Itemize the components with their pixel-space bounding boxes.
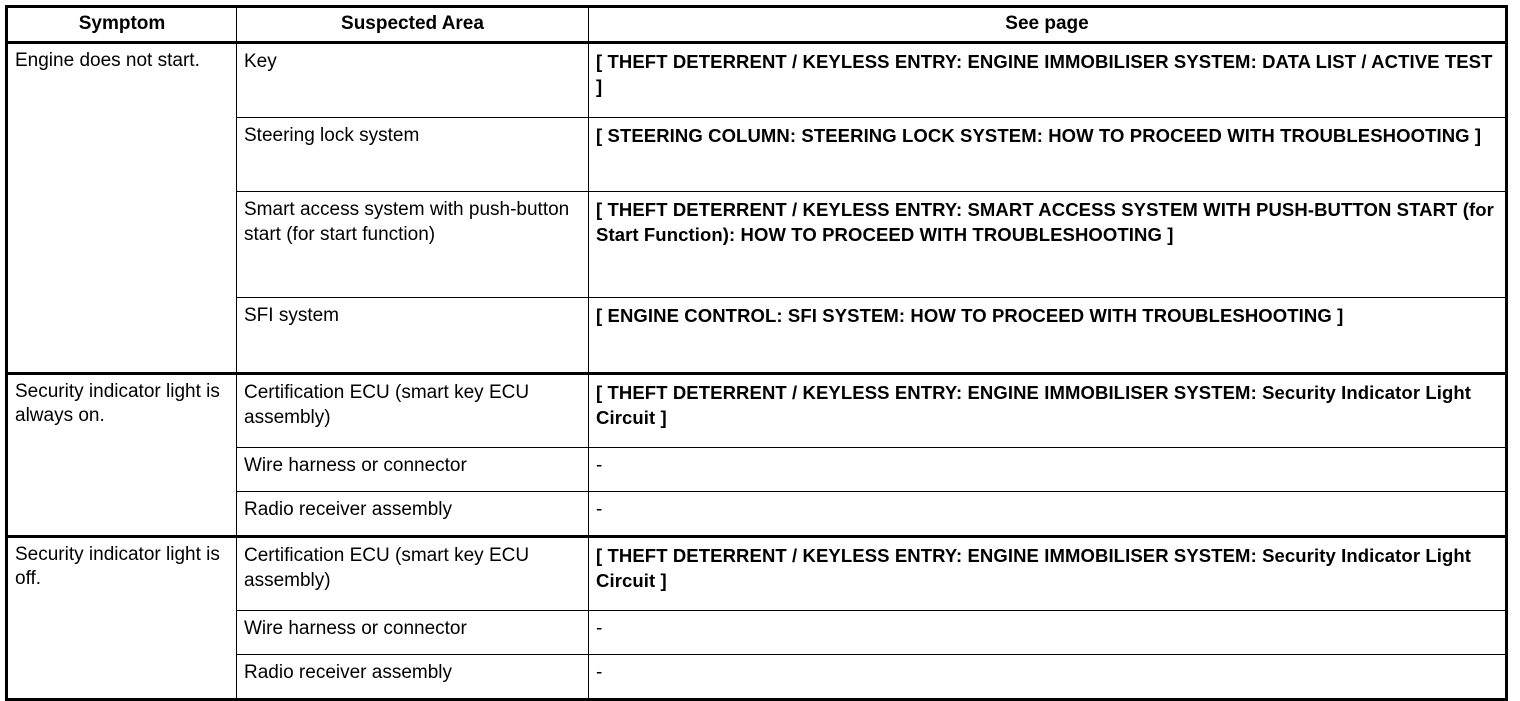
suspected-area-cell-steering-lock-system: Steering lock system bbox=[236, 117, 589, 192]
see-page-cell-steering-lock-system: [ STEERING COLUMN: STEERING LOCK SYSTEM:… bbox=[588, 117, 1507, 192]
table-row: SFI system [ ENGINE CONTROL: SFI SYSTEM:… bbox=[7, 297, 1507, 374]
column-header-symptom: Symptom bbox=[6, 6, 237, 43]
table-row: Steering lock system [ STEERING COLUMN: … bbox=[7, 117, 1507, 192]
see-page-cell-wire-harness-off: - bbox=[588, 610, 1507, 655]
see-page-cell-smart-access-system: [ THEFT DETERRENT / KEYLESS ENTRY: SMART… bbox=[588, 191, 1507, 298]
see-page-cell-certification-ecu-off: [ THEFT DETERRENT / KEYLESS ENTRY: ENGIN… bbox=[588, 535, 1507, 611]
symptom-cell-security-indicator-off: Security indicator light is off. bbox=[6, 535, 237, 700]
table-row: Radio receiver assembly - bbox=[7, 491, 1507, 537]
symptom-cell-security-indicator-always-on: Security indicator light is always on. bbox=[6, 372, 237, 537]
symptom-cell-engine-does-not-start: Engine does not start. bbox=[6, 41, 237, 374]
suspected-area-cell-wire-harness-always-on: Wire harness or connector bbox=[236, 447, 589, 492]
header-row: Symptom Suspected Area See page bbox=[6, 6, 1507, 43]
see-page-cell-radio-receiver-off: - bbox=[588, 654, 1507, 700]
symptom-troubleshooting-table: Symptom Suspected Area See page Engine d… bbox=[5, 5, 1508, 701]
see-page-cell-sfi-system: [ ENGINE CONTROL: SFI SYSTEM: HOW TO PRO… bbox=[588, 297, 1507, 374]
table-row: Engine does not start. Key [ THEFT DETER… bbox=[6, 41, 1507, 374]
suspected-area-cell-radio-receiver-off: Radio receiver assembly bbox=[236, 654, 589, 700]
see-page-cell-radio-receiver-always-on: - bbox=[588, 491, 1507, 537]
suspected-area-cell-certification-ecu-always-on: Certification ECU (smart key ECU assembl… bbox=[236, 372, 589, 448]
see-page-cell-wire-harness-always-on: - bbox=[588, 447, 1507, 492]
table-row: Smart access system with push-button sta… bbox=[7, 191, 1507, 298]
suspected-area-cell-smart-access-system: Smart access system with push-button sta… bbox=[236, 191, 589, 298]
column-header-see-page: See page bbox=[588, 6, 1507, 43]
see-page-cell-certification-ecu-always-on: [ THEFT DETERRENT / KEYLESS ENTRY: ENGIN… bbox=[588, 372, 1507, 448]
table-row: Wire harness or connector - bbox=[7, 610, 1507, 655]
suspected-area-cell-sfi-system: SFI system bbox=[236, 297, 589, 374]
table-body: Engine does not start. Key [ THEFT DETER… bbox=[6, 41, 1507, 700]
table-row: Security indicator light is always on. C… bbox=[6, 372, 1507, 537]
table-row: Security indicator light is off. Certifi… bbox=[6, 535, 1507, 700]
suspected-area-cell-wire-harness-off: Wire harness or connector bbox=[236, 610, 589, 655]
see-page-cell-key: [ THEFT DETERRENT / KEYLESS ENTRY: ENGIN… bbox=[588, 41, 1507, 118]
column-header-suspected-area: Suspected Area bbox=[236, 6, 589, 43]
table-header: Symptom Suspected Area See page bbox=[6, 6, 1507, 43]
suspected-area-cell-key: Key bbox=[236, 41, 589, 118]
suspected-area-cell-radio-receiver-always-on: Radio receiver assembly bbox=[236, 491, 589, 537]
suspected-area-cell-certification-ecu-off: Certification ECU (smart key ECU assembl… bbox=[236, 535, 589, 611]
